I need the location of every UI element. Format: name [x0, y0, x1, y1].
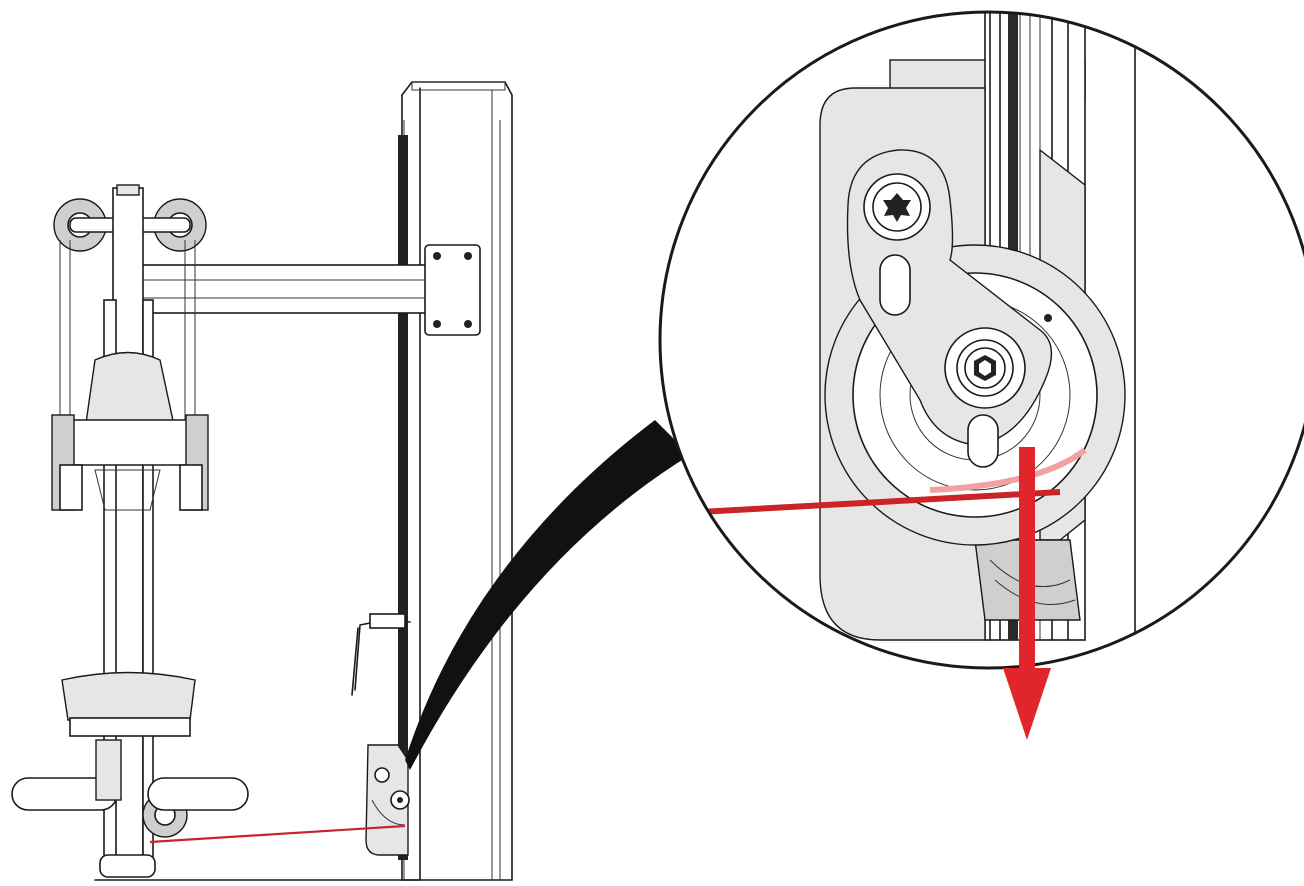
detail-view: [658, 10, 1304, 670]
seat-pad: [61, 671, 196, 737]
selector-pin: [351, 613, 411, 696]
horizontal-arm: [139, 244, 481, 336]
torx-bolt-icon: [863, 173, 931, 241]
lower-assembly: [11, 739, 249, 878]
top-pulleys: [53, 198, 207, 252]
upright-column: [401, 81, 513, 881]
bottom-bracket: [365, 744, 410, 856]
carriage-assembly: [51, 351, 209, 511]
cable-overview: [149, 824, 406, 844]
hex-socket-bolt-icon: [944, 327, 1026, 409]
machine-overview: [11, 81, 513, 881]
cable-detail: [699, 489, 1061, 515]
column-cable-strip: [398, 135, 408, 860]
arrow-down-icon: [1003, 447, 1051, 740]
callout-connector: [405, 420, 690, 770]
